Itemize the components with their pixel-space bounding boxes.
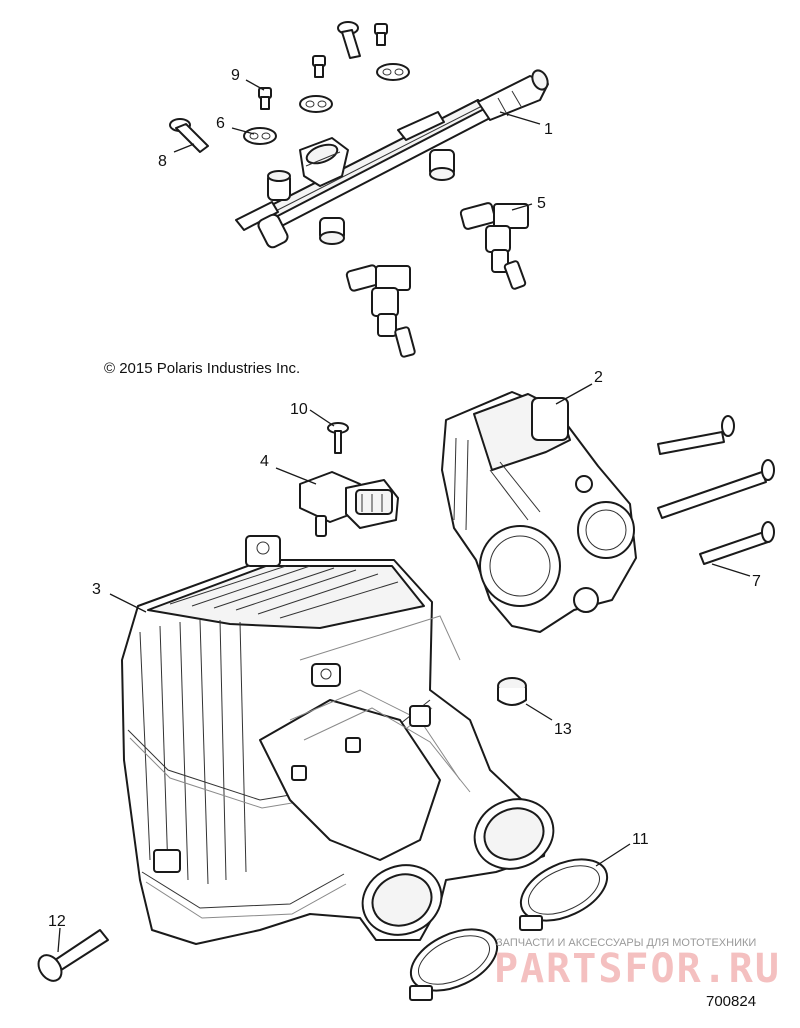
callout-11: 11 <box>632 831 649 848</box>
fuel-rail-bolt <box>169 118 209 153</box>
callout-7: 7 <box>752 573 761 590</box>
callout-10: 10 <box>290 401 308 418</box>
throttle-body-bolt <box>657 459 775 519</box>
sensor-screw <box>327 422 349 454</box>
throttle-body <box>441 391 637 633</box>
fuel-injector <box>345 264 416 358</box>
throttle-body-bolt <box>657 415 735 455</box>
map-sensor <box>299 471 399 537</box>
fuel-rail <box>235 69 549 249</box>
grommet <box>299 95 333 113</box>
callout-2: 2 <box>594 369 603 386</box>
callout-1: 1 <box>544 121 553 138</box>
callout-3: 3 <box>92 581 101 598</box>
callout-13: 13 <box>554 721 572 738</box>
fuel-rail-bolt <box>337 21 361 59</box>
screw <box>258 87 272 110</box>
callouts: 1 2 3 4 5 6 7 8 9 10 11 12 13 <box>48 67 761 930</box>
leader-lines <box>57 79 751 953</box>
hardware-top <box>169 21 410 153</box>
figure-number: 700824 <box>706 993 756 1010</box>
watermark-tagline: ЗАПЧАСТИ И АКСЕССУАРЫ ДЛЯ МОТОТЕХНИКИ <box>496 937 756 949</box>
screw <box>374 23 388 46</box>
watermark-brand: PARTSFOR.RU <box>494 946 781 992</box>
callout-9: 9 <box>231 67 240 84</box>
intake-manifold <box>121 535 555 945</box>
hose-clamp <box>519 858 609 931</box>
callout-8: 8 <box>158 153 167 170</box>
callout-4: 4 <box>260 453 269 470</box>
callout-12: 12 <box>48 913 66 930</box>
screw <box>312 55 326 78</box>
plug <box>497 677 527 706</box>
throttle-body-bolt <box>699 521 775 565</box>
manifold-bolt <box>37 929 109 982</box>
fuel-injector <box>459 202 529 290</box>
grommet <box>376 63 410 81</box>
grommet <box>243 127 277 145</box>
hose-clamp <box>409 928 499 1001</box>
callout-6: 6 <box>216 115 225 132</box>
copyright-notice: © 2015 Polaris Industries Inc. <box>104 360 300 377</box>
callout-5: 5 <box>537 195 546 212</box>
